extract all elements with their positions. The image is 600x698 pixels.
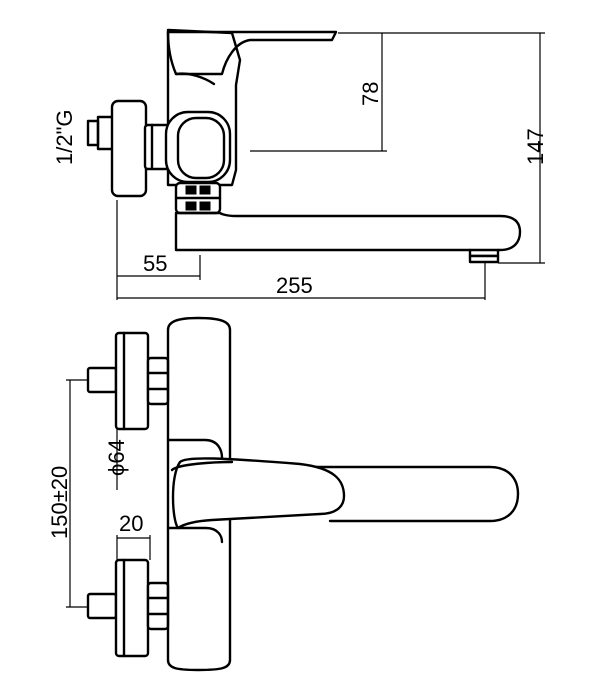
center-distance-label: 150±20 [47,466,72,539]
thread-label: 1/2"G [52,109,77,165]
spout-front [228,465,520,523]
front-view: 150±20 ϕ64 20 [47,316,520,672]
wall-offset-label: 55 [143,251,167,276]
connector-upper [86,331,170,431]
lever-height-label: 78 [358,82,383,106]
total-height-label: 147 [523,128,548,165]
spout-reach-label: 255 [276,273,313,298]
mixer-body-front [166,316,232,672]
connector-lower [86,558,170,658]
thread-connector-side [86,99,173,198]
mixer-body-side [164,28,338,215]
flange-diameter-label: ϕ64 [104,439,129,476]
spout-side [174,211,522,264]
side-view: 1/2"G 78 147 55 255 [52,28,548,300]
connector-length-label: 20 [119,511,143,536]
lever-front [170,457,346,530]
dimension-lines-side [116,32,545,300]
